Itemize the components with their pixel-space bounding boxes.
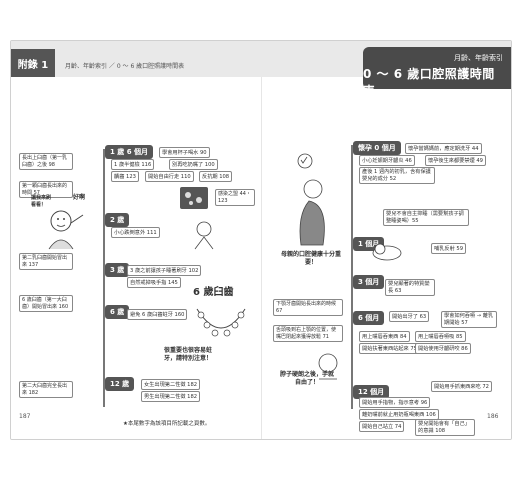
germ-illustration — [180, 187, 208, 209]
milestone-item: 嬰兒顯著的特質變長 63 — [385, 279, 435, 296]
milestone-item: 開始用手指物，指示意考 96 — [359, 397, 431, 408]
teeth-illustration — [196, 308, 246, 337]
milestone-item: 嬰兒開始會有「自己」的意識 108 — [415, 419, 475, 436]
page-number-left: 187 — [19, 413, 31, 420]
milestone-item: 小心妊娠期牙齦炎 46 — [359, 155, 415, 166]
milestone-item: 用上嘴唇吞嚥吸 85 — [415, 331, 466, 342]
milestone-item: 離奶嘴前就止用奶瓶喝東西 106 — [359, 409, 439, 420]
bubble-ok: 好啊 — [73, 194, 86, 201]
age-marker: 3 歲 — [105, 263, 130, 277]
germ-label: 感染之盟 44・123 — [215, 189, 255, 206]
milestone-item: 開始自己站立 74 — [359, 421, 405, 432]
milestone-item: 產後 1 週內的初乳，含有保護嬰兒的成分 52 — [359, 167, 435, 184]
baby-illustration — [372, 243, 402, 261]
age-marker: 3 個月 — [353, 275, 385, 289]
right-side-note: 舌頭吸到右上顎的位置，使嘴巴閉起來獲得放鬆 71 — [273, 325, 343, 342]
book-spread: 附錄 1 月齡、年齡索引 ／ 0 ～ 6 歲口腔照護時間表 長出上臼齒（第一乳臼… — [10, 40, 512, 440]
mother-illustration — [297, 153, 325, 246]
milestone-item: 男生出現第二性徵 182 — [141, 391, 201, 402]
age-marker: 12 歲 — [105, 377, 135, 391]
page-number-right: 186 — [487, 413, 499, 420]
milestone-item: 反抗期 108 — [199, 171, 233, 182]
bubble-left: 讓我來刷看看！ — [31, 195, 52, 208]
age-marker: 懷孕 0 個月 — [353, 141, 401, 155]
child-brushing-illustration — [48, 210, 84, 250]
six-year-molar-title: 6 歲臼齒 — [193, 287, 234, 298]
mother-label: 母親的口腔健康十分重要！ — [281, 251, 342, 266]
age-marker: 6 歲 — [105, 305, 130, 319]
milestone-item: 學會如何吞嚥 → 離乳期開始 57 — [441, 311, 497, 328]
left-side-note: 6 歲臼齒（第一大臼齒）開始冒出來 160 — [19, 295, 73, 312]
page-subtitle: 月齡、年齡索引 — [454, 54, 503, 62]
page-title-box: 月齡、年齡索引 0 ～ 6 歲口腔照護時間表 — [363, 47, 511, 98]
left-side-note: 第二大臼齒完全長出來 182 — [19, 381, 73, 398]
molar-warning: 很重要也很容易蛀牙，請特別注意！ — [163, 347, 212, 362]
milestone-item: 懷孕後生來都要禁煙 49 — [425, 155, 486, 166]
milestone-item: 用上嘴唇吞東西 84 — [359, 331, 410, 342]
milestone-item: 嬰兒不會自主抑睡（需要幫孩子調整睡姿喝）55 — [383, 209, 469, 226]
age-marker: 12 個月 — [353, 385, 390, 399]
milestone-item: 哺乳反射 59 — [431, 243, 466, 254]
milestone-item: 3 歲之前讓孩子睡著刷牙 102 — [127, 265, 202, 276]
neck-label: 脖子硬朗之後，手就自由了！ — [279, 371, 334, 386]
left-side-note: 第一顆臼齒長出來的時間 57 — [19, 181, 73, 198]
left-timeline — [103, 149, 105, 407]
milestone-item: 懷孕當媽媽前，應定期洗牙 44 — [405, 143, 482, 154]
milestone-item: 開始用手抓東西來吃 72 — [431, 381, 492, 392]
fall-illustration — [194, 221, 214, 250]
milestone-item: 避免 6 歲臼齒蛀牙 160 — [127, 309, 188, 320]
milestone-item: 學會用杯子喝水 90 — [159, 147, 210, 158]
milestone-item: 齲齒 123 — [111, 171, 139, 182]
milestone-item: 自然戒掉吸手指 145 — [127, 277, 181, 288]
milestone-item: 開始出牙了 63 — [389, 311, 430, 322]
age-marker: 6 個月 — [353, 311, 385, 325]
left-side-note: 長出上臼齒（第一乳臼齒）之後 98 — [19, 153, 73, 170]
age-marker: 2 歲 — [105, 213, 130, 227]
age-marker: 1 歲 6 個月 — [105, 145, 154, 159]
right-side-note: 下顎牙齒開始長出來的時候 67 — [273, 299, 343, 316]
milestone-item: 1 歲半健檢 116 — [111, 159, 155, 170]
page-title: 0 ～ 6 歲口腔照護時間表 — [363, 67, 495, 98]
right-timeline — [351, 145, 353, 409]
milestone-item: 開始扶著東西站起來 75 — [359, 343, 420, 354]
milestone-item: 開始使用牙齦研咬 86 — [415, 343, 471, 354]
milestone-item: 小心跌倒意外 111 — [111, 227, 160, 238]
milestone-item: 別再吃奶嘴了 100 — [169, 159, 218, 170]
breadcrumb: 月齡、年齡索引 ／ 0 ～ 6 歲口腔照護時間表 — [65, 63, 185, 70]
milestone-item: 開始自由行走 110 — [145, 171, 194, 182]
left-side-note: 第二乳臼齒開始冒出來 137 — [19, 253, 73, 270]
appendix-tab: 附錄 1 — [11, 49, 55, 77]
milestone-item: 女生出現第二性徵 182 — [141, 379, 201, 390]
neck-baby-illustration — [318, 353, 338, 380]
footnote: ★本尾數字為該項目所記載之頁數。 — [123, 421, 211, 427]
